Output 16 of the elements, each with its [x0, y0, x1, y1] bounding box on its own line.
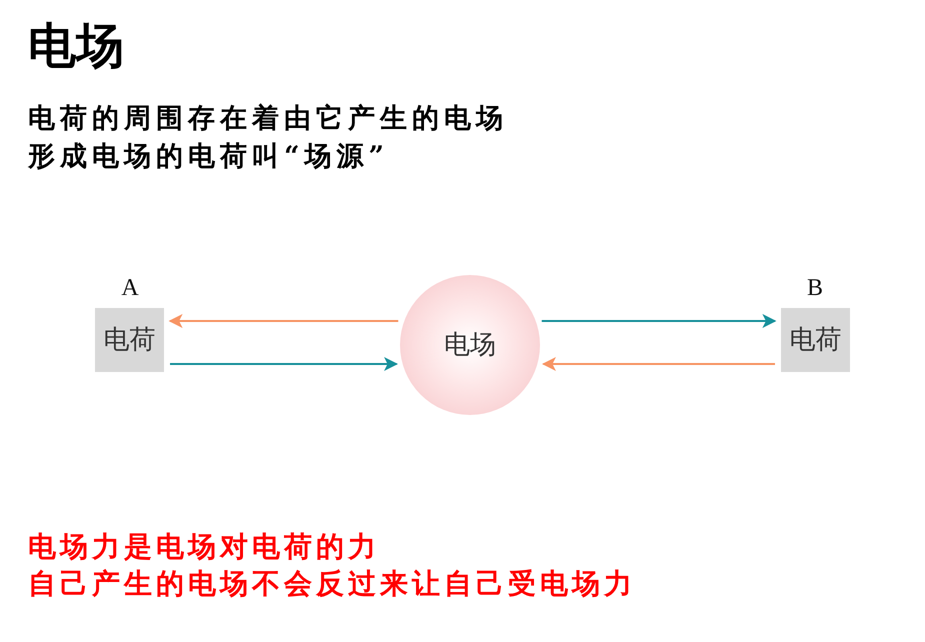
note-text: 自己产生的电场不会反过来让自己受电场力	[28, 567, 636, 601]
note-text: 电场力是电场对电荷的力	[28, 530, 380, 564]
title: 电场	[28, 20, 124, 73]
charge-label: 电荷	[104, 326, 156, 354]
arrow	[542, 314, 776, 328]
charge-label: 电荷	[790, 326, 842, 354]
point-label: A	[121, 276, 139, 300]
description-text: 形成电场的电荷叫“场源”	[28, 141, 390, 174]
arrow	[170, 357, 398, 371]
arrow	[168, 314, 398, 328]
arrow	[542, 357, 775, 371]
charge-box	[781, 308, 850, 372]
point-label: B	[806, 276, 823, 300]
charge-box	[95, 308, 164, 372]
description-text: 电荷的周围存在着由它产生的电场	[28, 103, 508, 136]
field-label: 电场	[444, 330, 496, 360]
